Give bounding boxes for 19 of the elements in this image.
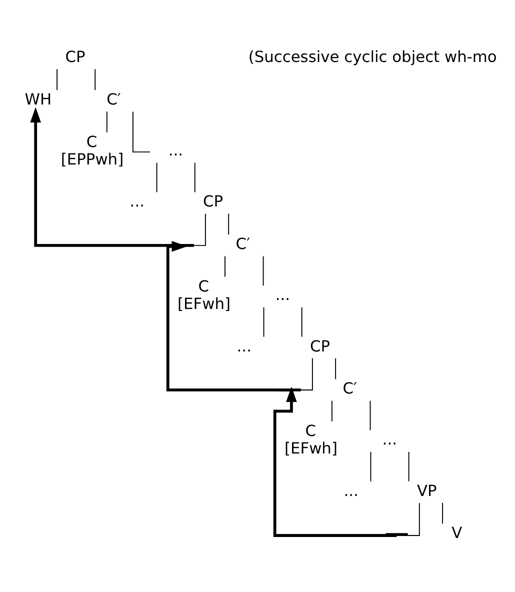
node-text: ... — [382, 430, 398, 448]
node-text: C′ — [236, 234, 250, 253]
node-text: CP — [310, 336, 330, 355]
node-text: CP — [203, 192, 224, 210]
node-text: ... — [130, 192, 145, 210]
node-text: VP — [417, 481, 437, 500]
node-text: ... — [275, 286, 290, 304]
node-text: C′ — [106, 90, 121, 108]
node-text: ... — [344, 481, 358, 500]
node-text: V — [452, 524, 462, 542]
node-text: ... — [168, 141, 184, 160]
node-text: C [EPPwh] — [60, 132, 124, 168]
node-text: WH — [24, 90, 52, 108]
node-text: C′ — [342, 379, 358, 398]
node-text: C [EFwh] — [284, 422, 338, 457]
node-text: CP — [65, 48, 86, 66]
node-text: C [EFwh] — [178, 276, 230, 312]
node-text: ... — [236, 336, 252, 355]
label: (Successive cyclic object wh-mo — [248, 48, 497, 66]
